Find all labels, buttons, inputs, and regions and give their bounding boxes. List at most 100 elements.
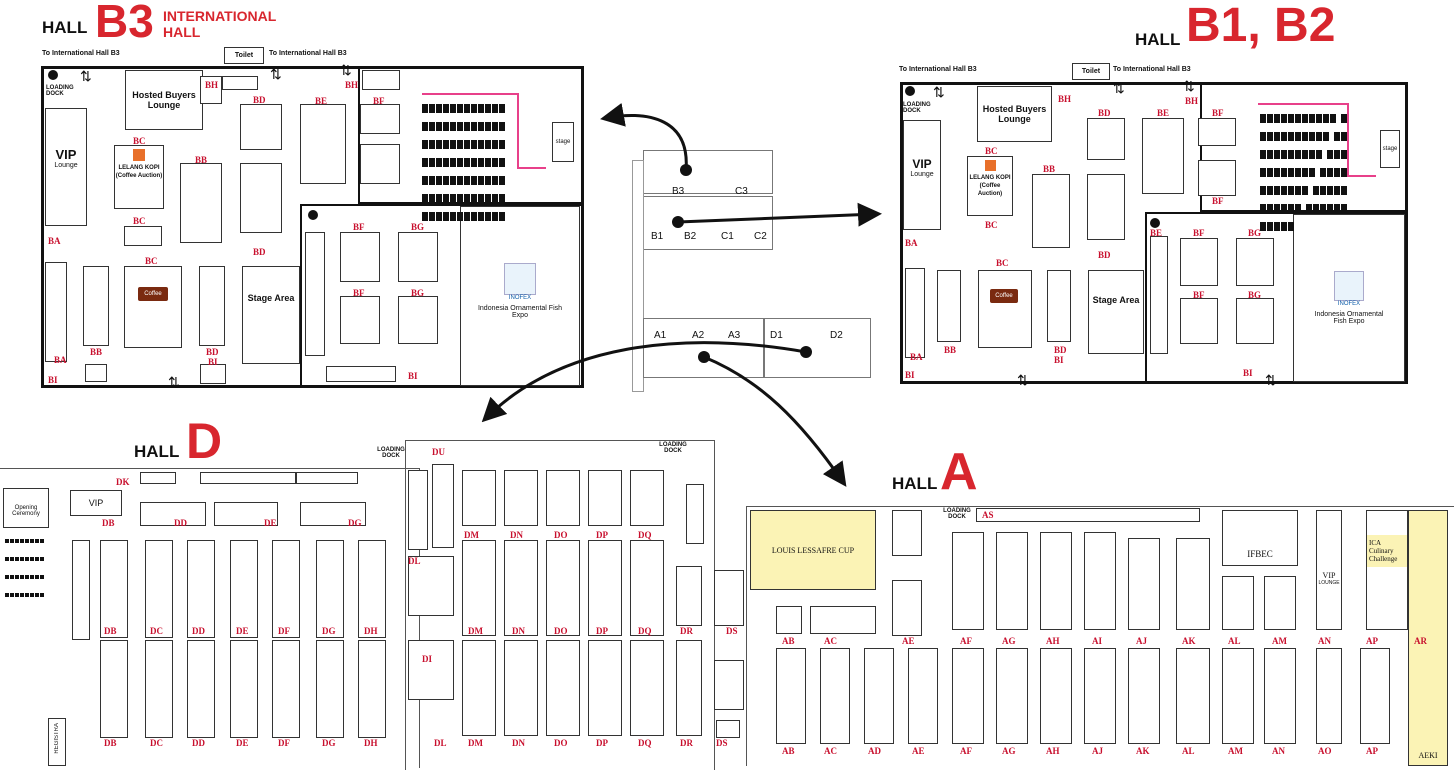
zone-di: DI	[422, 654, 433, 664]
zone-ap: AP	[1366, 746, 1378, 756]
zone-bd: BD	[1054, 345, 1067, 355]
zone-be: BE	[1157, 108, 1170, 118]
zone-bd: BD	[253, 95, 266, 105]
booth-col-ai	[1084, 532, 1116, 630]
zone-bf: BF	[1212, 108, 1224, 118]
zone-ab: AB	[782, 636, 795, 646]
ifbec-label: IFBEC	[1247, 549, 1273, 559]
loading-dock-label: LOADING DOCK	[903, 102, 931, 114]
loading-dock-label-2: LOADING DOCK	[659, 442, 687, 454]
booth-102	[1084, 648, 1116, 744]
zone-bi: BI	[408, 371, 418, 381]
zone-ba: BA	[910, 352, 923, 362]
zone-ah: AH	[1046, 636, 1060, 646]
entry-exit-arrows-icon: ⇅	[80, 68, 92, 84]
hall-d-letter: D	[186, 413, 223, 469]
booth-406	[588, 640, 622, 736]
zone-bc: BC	[985, 220, 998, 230]
overview-corridor	[632, 160, 644, 392]
booth-335	[462, 640, 496, 736]
booth-block-ba	[905, 268, 925, 358]
zone-bg: BG	[411, 288, 425, 298]
hall-d-wall	[0, 468, 420, 768]
zone-bc: BC	[985, 146, 998, 156]
zone-dm: DM	[468, 626, 483, 636]
booth-433-113	[714, 660, 744, 710]
booth-col-am	[1264, 576, 1296, 630]
booth-259	[630, 470, 664, 526]
expo-label: Indonesia Ornamental Fish Expo	[477, 305, 563, 319]
zone-du: DU	[432, 447, 445, 457]
zone-ag: AG	[1002, 636, 1016, 646]
overview-c1: C1	[721, 231, 734, 242]
ceremony-seating	[5, 532, 49, 604]
zone-ai: AI	[1092, 636, 1103, 646]
entrance-marker-icon	[308, 210, 318, 220]
zone-bi: BI	[1054, 355, 1064, 365]
zone-bg: BG	[1248, 228, 1262, 238]
expo-label: Indonesia Ornamental Fish Expo	[1314, 311, 1384, 325]
entrance-marker-icon	[1150, 218, 1160, 228]
booth-block-be	[300, 104, 346, 184]
booth-292	[1360, 648, 1390, 744]
vip-lounge: VIP Lounge	[903, 120, 941, 230]
booth-260	[145, 540, 173, 638]
zone-bb: BB	[195, 155, 208, 165]
loading-dock-label: LOADING DOCK	[943, 508, 971, 520]
entry-exit-arrows-icon: ⇅	[1265, 372, 1277, 388]
zone-ak: AK	[1136, 746, 1150, 756]
booth-365	[408, 556, 454, 616]
lelang-kopi-booth: LELANG KOPI (Coffee Auction)	[967, 156, 1013, 216]
zone-bf: BF	[353, 222, 365, 232]
booth-307	[716, 720, 740, 738]
booth-205	[316, 540, 344, 638]
booth-136	[776, 606, 802, 634]
vip-lounge: VIP LOUNGE	[1316, 510, 1342, 630]
booth-block-be-lower	[305, 232, 325, 356]
booth-318	[462, 470, 496, 526]
zone-ba: BA	[905, 238, 918, 248]
to-hall-b3-left: To International Hall B3	[42, 50, 120, 57]
booth-41-79	[222, 76, 258, 90]
overview-d-halls	[763, 318, 871, 378]
zone-dp: DP	[596, 738, 608, 748]
entry-exit-arrows-icon: ⇅	[1113, 80, 1125, 96]
booth-236-197-93	[296, 472, 358, 484]
zone-dm: DM	[468, 738, 483, 748]
booth-col-1	[72, 540, 90, 640]
booth-246-368	[676, 640, 702, 736]
booth-block-bb-left	[937, 270, 961, 342]
booth-158	[546, 540, 580, 636]
inofex-logo-icon	[504, 263, 536, 295]
booth-172	[820, 648, 850, 744]
zone-dd: DD	[192, 738, 205, 748]
zone-al: AL	[1182, 746, 1195, 756]
zone-dg: DG	[348, 518, 362, 528]
booth-col-af	[952, 532, 984, 630]
overview-a3: A3	[728, 330, 741, 341]
booth-229	[892, 580, 922, 636]
zone-bc: BC	[133, 216, 146, 226]
booth-block-be-lower	[1150, 236, 1168, 354]
zone-bd: BD	[1098, 250, 1111, 260]
booth-450-63	[810, 606, 876, 634]
inofex-logo-icon	[1334, 271, 1364, 301]
zone-am: AM	[1228, 746, 1243, 756]
booth-366	[100, 640, 128, 738]
zone-bi: BI	[208, 357, 218, 367]
booth-85-475-488	[326, 366, 396, 382]
booth-block-bf-mid	[360, 144, 400, 184]
hall-d-word: HALL	[134, 442, 180, 461]
louis-lesaffre-cup: LOUIS LESSAFRE CUP	[750, 510, 876, 590]
zone-dg: DG	[322, 738, 336, 748]
booth-block-bf-lower	[1180, 238, 1218, 286]
zone-dp: DP	[596, 626, 608, 636]
booth-block-bd-top	[240, 104, 282, 150]
zone-ds: DS	[726, 626, 738, 636]
lelang-kopi-booth: LELANG KOPI (Coffee Auction)	[114, 145, 164, 209]
booth-333	[630, 540, 664, 636]
zone-aj: AJ	[1136, 636, 1147, 646]
zone-bh: BH	[205, 80, 219, 90]
hall-b12-inner-wall	[1145, 212, 1408, 384]
booth-25	[546, 470, 580, 526]
